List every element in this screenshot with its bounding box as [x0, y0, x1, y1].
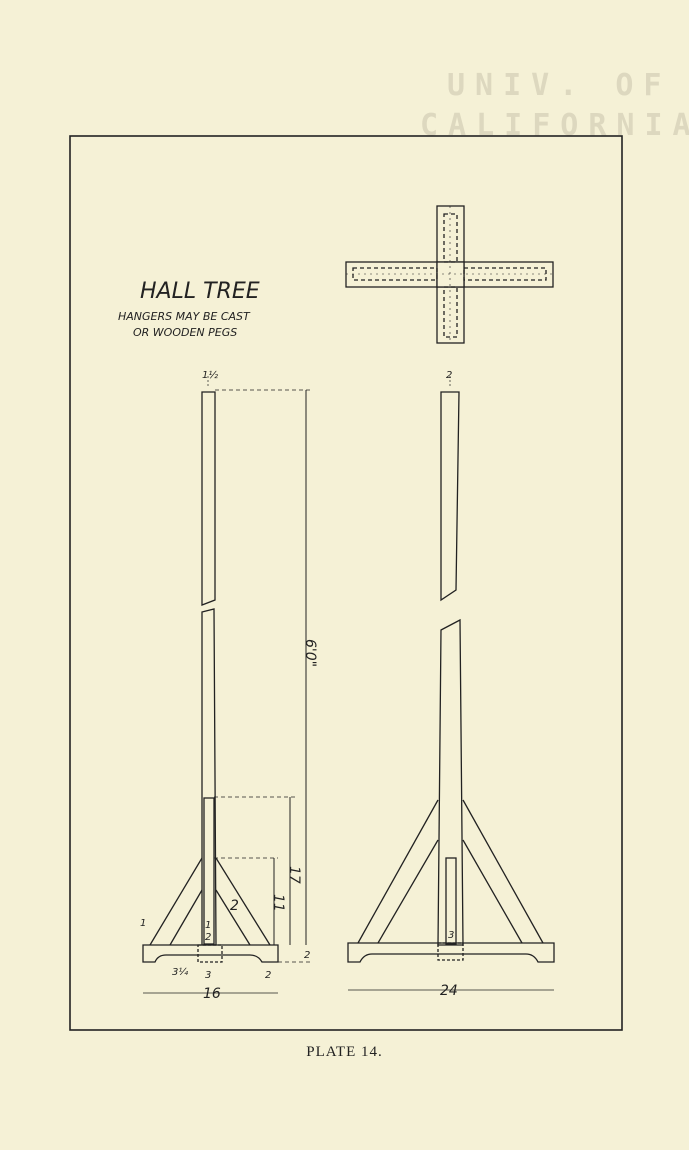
drawing-note-line1: HANGERS MAY BE CAST [118, 310, 251, 323]
dim-16: 16 [203, 986, 221, 1002]
library-stamp-line1: UNIV. OF [447, 68, 672, 103]
dim-foot-2: 2 [265, 970, 271, 981]
dim-front-3: 3 [448, 930, 454, 941]
dim-base-2: 2 [304, 950, 310, 961]
dim-11: 11 [270, 894, 286, 912]
dim-height: 6'0" [302, 639, 318, 667]
drawing-note-line2: OR WOODEN PEGS [133, 326, 237, 339]
dim-brace-2: 2 [230, 898, 239, 914]
dim-24: 24 [440, 983, 458, 999]
front-elevation: 2 3 24 [347, 370, 555, 999]
plan-view-cross [345, 205, 554, 344]
dim-3: 3 [205, 970, 211, 981]
plate-caption: PLATE 14. [306, 1044, 383, 1060]
side-elevation: 1½ 6'0" 17 11 2 2 1 1 2 3¼ 3 2 16 [140, 369, 318, 1002]
dim-top-width-front: 2 [446, 370, 452, 381]
dim-17: 17 [286, 866, 302, 884]
dim-3-1-4: 3¼ [172, 966, 188, 978]
dim-inner-2: 2 [205, 932, 211, 943]
library-stamp-line2: CALIFORNIA [420, 108, 689, 143]
dim-top-width-side: 1½ [202, 369, 218, 381]
dim-left-1: 1 [140, 918, 146, 929]
drawing-border [69, 135, 623, 1031]
dim-inner-1: 1 [205, 920, 211, 931]
drawing-title: HALL TREE [140, 279, 260, 304]
